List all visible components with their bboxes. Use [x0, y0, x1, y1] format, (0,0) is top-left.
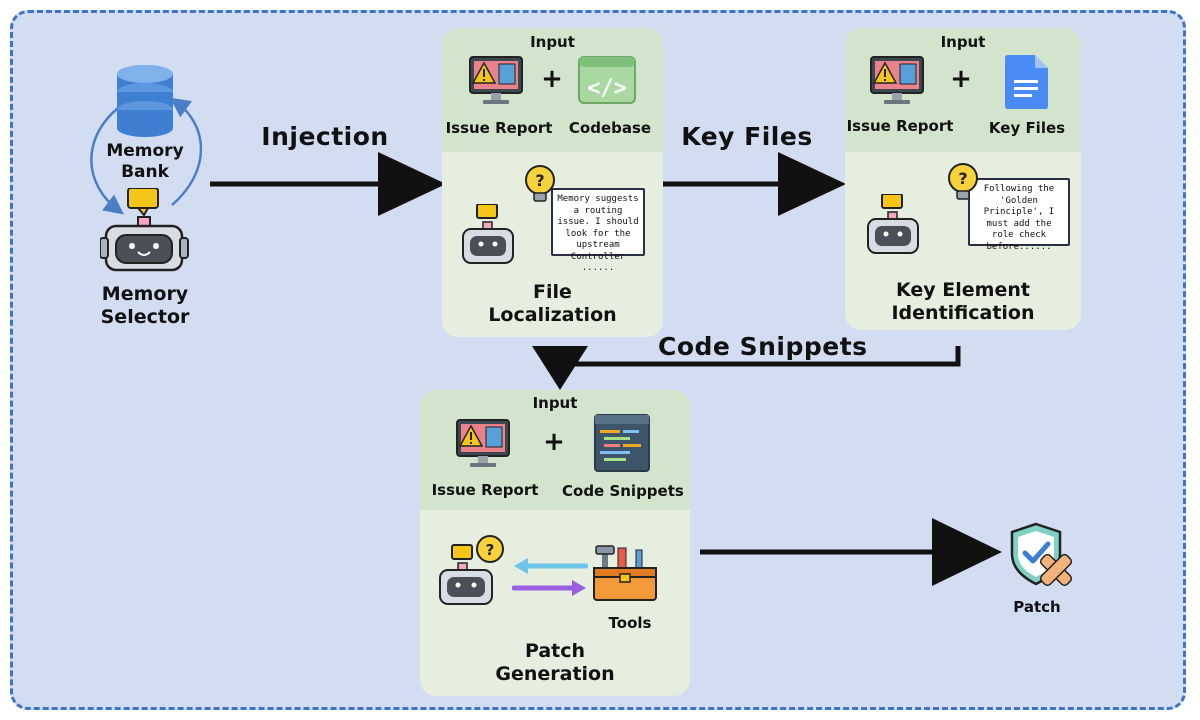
svg-text:?: ?	[535, 171, 544, 190]
robot-icon	[100, 188, 189, 272]
code-snippets-edge-label: Code Snippets	[658, 332, 868, 361]
key-files-arrow	[663, 152, 846, 216]
plus-sign: +	[541, 64, 563, 94]
issue-report-label: Issue Report	[445, 119, 553, 137]
shield-patch-icon	[1010, 522, 1073, 587]
toolbox-icon	[593, 545, 657, 601]
input-title: Input	[940, 33, 986, 51]
issue-report-label: Issue Report	[846, 117, 954, 135]
patch-arrow	[700, 518, 1002, 586]
document-icon	[1005, 55, 1048, 109]
memory-bank-label: Memory Bank	[106, 141, 184, 182]
issue-report-monitor-icon	[469, 56, 523, 104]
issue-report-monitor-icon	[456, 419, 510, 467]
code-snippets-label: Code Snippets	[562, 482, 684, 500]
injection-edge-label: Injection	[261, 122, 389, 151]
code-snippets-arrow	[532, 346, 961, 390]
patch-generation-title: Patch Generation	[495, 640, 615, 685]
issue-report-label: Issue Report	[431, 481, 539, 499]
exchange-arrows-icon	[512, 558, 588, 596]
svg-text:?: ?	[958, 169, 967, 188]
patch-label: Patch	[1013, 598, 1061, 616]
codebase-label: Codebase	[568, 119, 652, 137]
code-editor-icon	[594, 414, 650, 472]
svg-text:?: ?	[486, 541, 495, 559]
input-title: Input	[532, 394, 578, 412]
issue-report-monitor-icon	[870, 56, 924, 104]
key-files-label: Key Files	[988, 119, 1066, 137]
database-icon	[117, 65, 173, 137]
codebase-window-icon: </>	[578, 56, 636, 104]
plus-sign: +	[543, 427, 565, 457]
robot-thinking-icon: ?	[439, 535, 504, 605]
thought-bubble: Memory suggests a routing issue. I shoul…	[551, 188, 645, 273]
input-title: Input	[530, 33, 575, 51]
lightbulb-question-icon: ?	[525, 165, 555, 202]
key-files-edge-label: Key Files	[681, 122, 813, 151]
key-element-title: Key Element Identification	[891, 279, 1035, 324]
injection-arrow	[210, 152, 446, 216]
robot-icon	[867, 194, 919, 254]
memory-selector-label: Memory Selector	[100, 283, 190, 328]
svg-text:</>: </>	[587, 76, 627, 101]
lightbulb-question-icon: ?	[948, 163, 978, 200]
plus-sign: +	[950, 64, 972, 94]
thought-bubble: Following the 'Golden Principle', I must…	[968, 178, 1070, 252]
file-localization-title: File Localization	[488, 281, 617, 326]
tools-label: Tools	[608, 614, 652, 632]
robot-icon	[462, 204, 514, 264]
